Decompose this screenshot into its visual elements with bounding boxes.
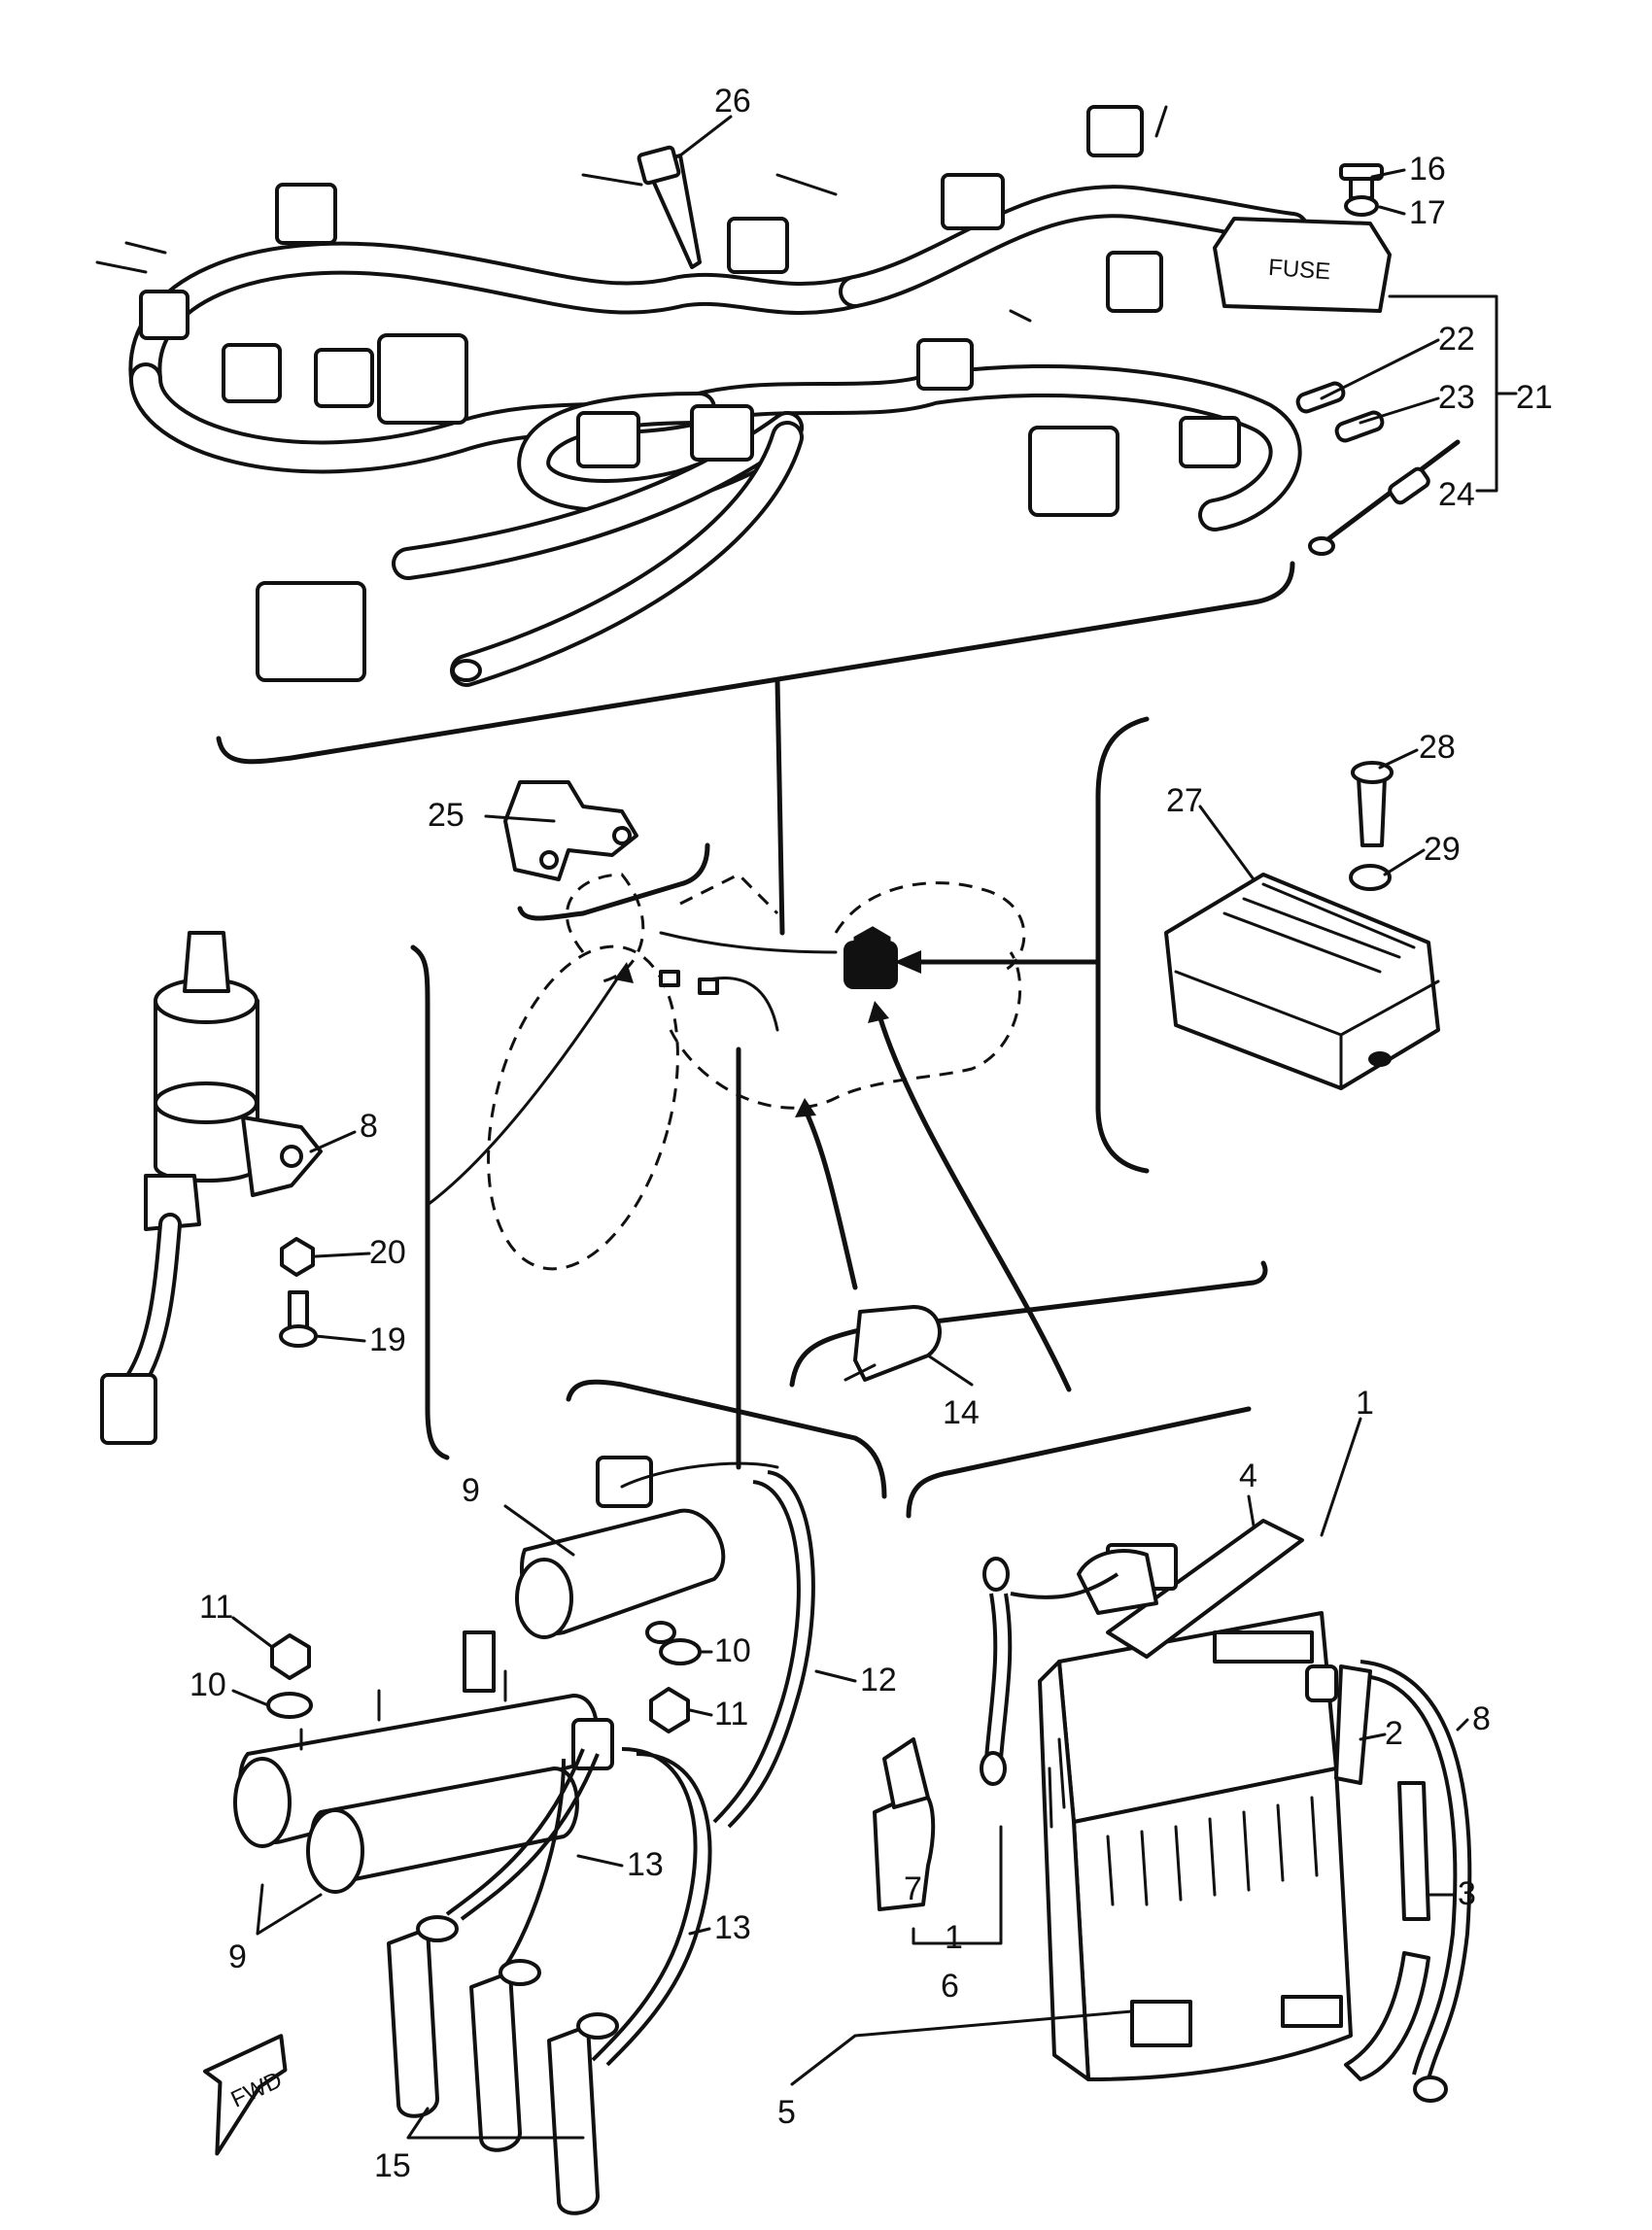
cdi-location-marker [843, 941, 898, 989]
part-label-13-lower: 13 [714, 1909, 751, 1946]
ignition-coil-group [233, 1456, 815, 1894]
part-label-26: 26 [714, 83, 751, 120]
part-label-15: 15 [374, 2147, 411, 2184]
part-label-7: 7 [904, 1870, 922, 1907]
part-label-1-lead: 1 [945, 1919, 963, 1956]
battery-group [1038, 1519, 1472, 2103]
cdi-unit-group [1095, 716, 1440, 1174]
part-label-11-right: 11 [714, 1696, 748, 1733]
main-switch-group [100, 931, 450, 1460]
forward-direction-marker: FWD [203, 2034, 288, 2156]
part-label-19: 19 [369, 1321, 406, 1358]
battery-lead-group [873, 1557, 1119, 1945]
part-label-12: 12 [860, 1662, 897, 1698]
part-label-21: 21 [1516, 379, 1553, 416]
part-label-11-left: 11 [199, 1589, 233, 1626]
part-label-28: 28 [1419, 729, 1456, 766]
part-label-10-left: 10 [189, 1666, 226, 1703]
part-label-5: 5 [777, 2094, 796, 2131]
part-label-14: 14 [943, 1394, 980, 1431]
motorcycle-frame-outline [487, 873, 1026, 1271]
part-label-16: 16 [1409, 151, 1446, 188]
label-leaders [231, 115, 1518, 2086]
part-label-23: 23 [1438, 379, 1475, 416]
part-label-24: 24 [1438, 476, 1475, 513]
part-label-17: 17 [1409, 194, 1446, 231]
part-label-4: 4 [1239, 1458, 1257, 1494]
plug-lead-group [387, 1747, 712, 2215]
part-label-2: 2 [1385, 1715, 1403, 1752]
part-label-27: 27 [1166, 782, 1203, 819]
wire-harness: FUSE [95, 105, 1461, 687]
part-label-9-lower: 9 [228, 1938, 247, 1975]
part-label-22: 22 [1438, 321, 1475, 358]
part-label-3: 3 [1458, 1875, 1476, 1912]
part-label-25: 25 [428, 797, 465, 834]
fuse-box-label: FUSE [1267, 255, 1331, 285]
part-label-1-battery: 1 [1356, 1385, 1374, 1422]
part-label-20: 20 [369, 1234, 406, 1271]
part-number-labels: 26 16 17 22 23 21 24 25 28 27 29 8 20 19… [189, 83, 1553, 2184]
part-label-6: 6 [941, 1968, 959, 2005]
part-label-13-upper: 13 [627, 1846, 664, 1883]
part-label-8-pipe: 8 [1472, 1700, 1491, 1737]
part-label-8-switch: 8 [360, 1108, 378, 1145]
part-label-29: 29 [1424, 831, 1461, 868]
part-label-9-upper: 9 [462, 1472, 480, 1509]
part-label-10-right: 10 [714, 1632, 751, 1669]
